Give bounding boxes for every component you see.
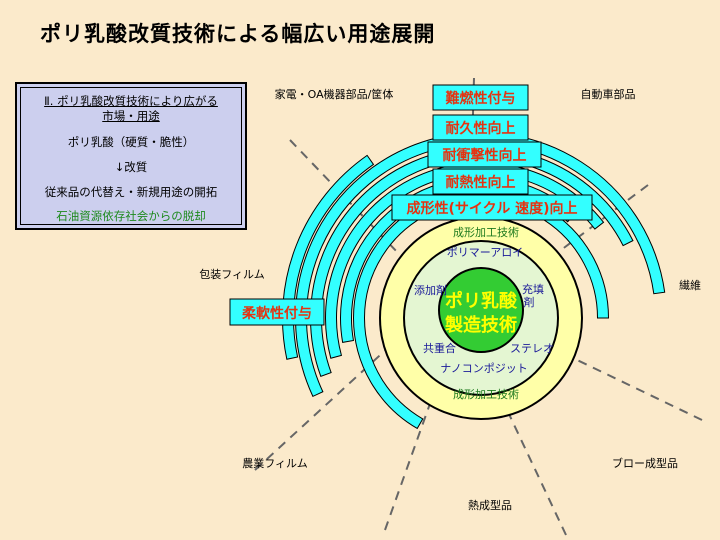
app-label-blow: ブロー成型品 <box>612 456 678 470</box>
property-text-flexibility: 柔軟性付与 <box>241 305 312 322</box>
label-polymer-alloy: ポリマーアロイ <box>447 246 524 259</box>
property-label-flexibility: 柔軟性付与 <box>229 298 325 326</box>
info-heading-line1: Ⅱ. ポリ乳酸改質技術により広がる <box>44 94 218 108</box>
core-label-line2: 製造技術 <box>444 314 517 336</box>
label-stereo: ステレオ <box>510 342 554 355</box>
property-label-moldability: 成形性(サイクル 速度)向上 <box>391 194 593 221</box>
app-label-packaging: 包装フィルム <box>199 268 265 281</box>
arc-durability <box>310 147 634 377</box>
arc-flame-retardant <box>295 132 666 398</box>
info-line-pla: ポリ乳酸（硬質・脆性） <box>67 135 195 149</box>
property-text-moldability: 成形性(サイクル 速度)向上 <box>407 200 578 217</box>
inner-ring-label-top: 成形加工技術 <box>453 226 519 239</box>
app-label-fiber: 繊維 <box>679 279 701 292</box>
page-title: ポリ乳酸改質技術による幅広い用途展開 <box>40 22 436 46</box>
property-text-durability: 耐久性向上 <box>446 120 516 137</box>
label-filler-2: 剤 <box>524 295 535 309</box>
label-nanocomposite: ナノコンポジット <box>440 362 527 375</box>
dashed-line-bottom-left <box>384 397 433 531</box>
app-label-appliance: 家電・OA機器部品/筐体 <box>275 87 394 101</box>
property-box-impact <box>427 141 542 168</box>
dashed-line-right-lower <box>547 345 703 421</box>
arc-moldability <box>353 190 610 430</box>
label-copolymer: 共重合 <box>423 341 456 355</box>
label-additive: 添加剤 <box>414 283 447 297</box>
core-label-line1: ポリ乳酸 <box>445 290 518 312</box>
property-box-heat <box>432 168 529 195</box>
inner-ring-label-bottom: 成形加工技術 <box>453 388 519 401</box>
app-label-agri: 農業フィルム <box>242 456 308 470</box>
property-box-durability <box>432 114 529 141</box>
label-filler-1: 充填 <box>522 282 544 296</box>
arc-impact-resistance <box>325 162 605 359</box>
property-text-flame: 難燃性付与 <box>446 90 516 107</box>
property-box-flame <box>432 84 529 111</box>
property-label-durability: 耐久性向上 <box>432 114 529 141</box>
arc-flexibility <box>282 154 375 360</box>
property-text-heat: 耐熱性向上 <box>446 174 516 191</box>
dashed-line-bottom-right <box>499 394 567 536</box>
property-label-flame: 難燃性付与 <box>432 84 529 111</box>
info-line-modify: ↓改質 <box>114 160 148 174</box>
app-label-auto: 自動車部品 <box>581 87 636 101</box>
info-heading-line2: 市場・用途 <box>102 109 160 123</box>
info-line-petroleum: 石油資源依存社会からの脱却 <box>56 209 206 223</box>
dashed-line-left-upper <box>289 139 401 256</box>
info-box: Ⅱ. ポリ乳酸改質技術により広がる 市場・用途 ポリ乳酸（硬質・脆性） ↓改質 … <box>15 82 247 230</box>
app-label-thermo: 熱成型品 <box>468 498 512 512</box>
property-box-flexibility <box>229 298 325 326</box>
property-label-impact: 耐衝撃性向上 <box>427 141 542 168</box>
core-circle <box>438 267 524 353</box>
property-text-impact: 耐衝撃性向上 <box>443 147 527 164</box>
info-box-inner: Ⅱ. ポリ乳酸改質技術により広がる 市場・用途 ポリ乳酸（硬質・脆性） ↓改質 … <box>20 87 242 225</box>
property-box-moldability <box>391 194 593 221</box>
property-label-heat: 耐熱性向上 <box>432 168 529 195</box>
info-line-replace: 従来品の代替え・新規用途の開拓 <box>44 185 218 199</box>
